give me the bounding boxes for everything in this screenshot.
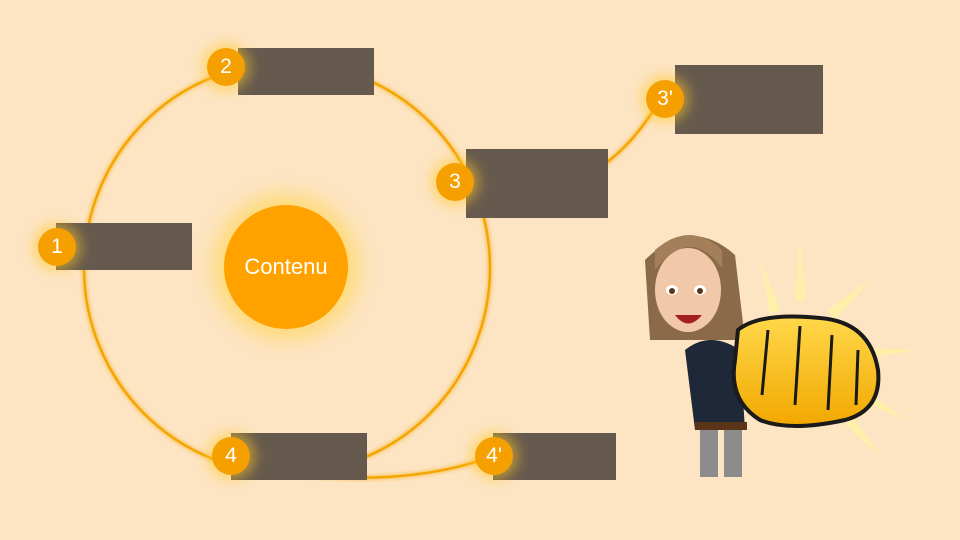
placeholder-box-4: [231, 433, 367, 480]
node-3prime-label: 3': [657, 87, 673, 110]
center-label: Contenu: [244, 254, 328, 279]
node-2: 2: [207, 48, 245, 86]
node-1: 1: [38, 228, 76, 266]
placeholder-box-4prime: [493, 433, 616, 480]
node-4prime-label: 4': [486, 444, 502, 467]
node-4: 4: [212, 437, 250, 475]
node-2-label: 2: [220, 55, 232, 78]
placeholder-box-3prime: [675, 65, 823, 134]
node-1-label: 1: [51, 235, 63, 258]
center-content: Contenu: [224, 205, 348, 329]
placeholder-box-2: [238, 48, 374, 95]
placeholder-box-3: [466, 149, 608, 218]
node-3-label: 3: [449, 170, 461, 193]
placeholder-box-1: [56, 223, 192, 270]
node-3: 3: [436, 163, 474, 201]
bitmoji-avatar: [645, 235, 915, 477]
node-4prime: 4': [475, 437, 513, 475]
node-4-label: 4: [225, 444, 237, 467]
node-3prime: 3': [646, 80, 684, 118]
